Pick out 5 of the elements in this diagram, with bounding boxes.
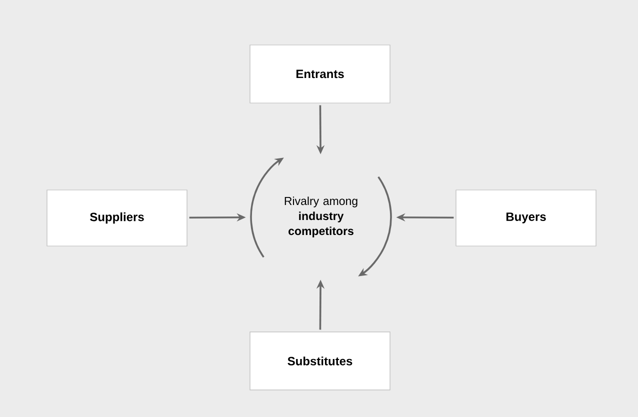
box: Suppliers bbox=[46, 190, 188, 246]
box: Buyers bbox=[456, 190, 596, 246]
center-text: Rivalry among industry competitors bbox=[284, 196, 358, 238]
box: Entrants bbox=[250, 44, 390, 104]
box: Substitutes bbox=[250, 332, 390, 390]
